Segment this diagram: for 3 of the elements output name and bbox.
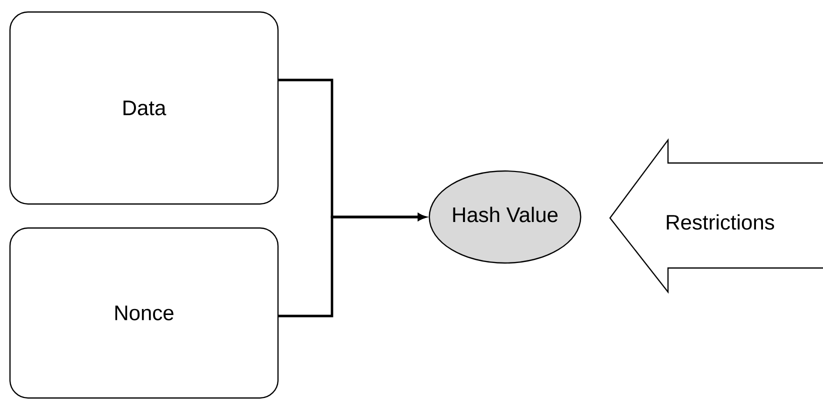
rounded-box: Nonce bbox=[9, 227, 279, 399]
rounded-box: Data bbox=[9, 11, 279, 205]
connector-arrow bbox=[278, 213, 426, 318]
